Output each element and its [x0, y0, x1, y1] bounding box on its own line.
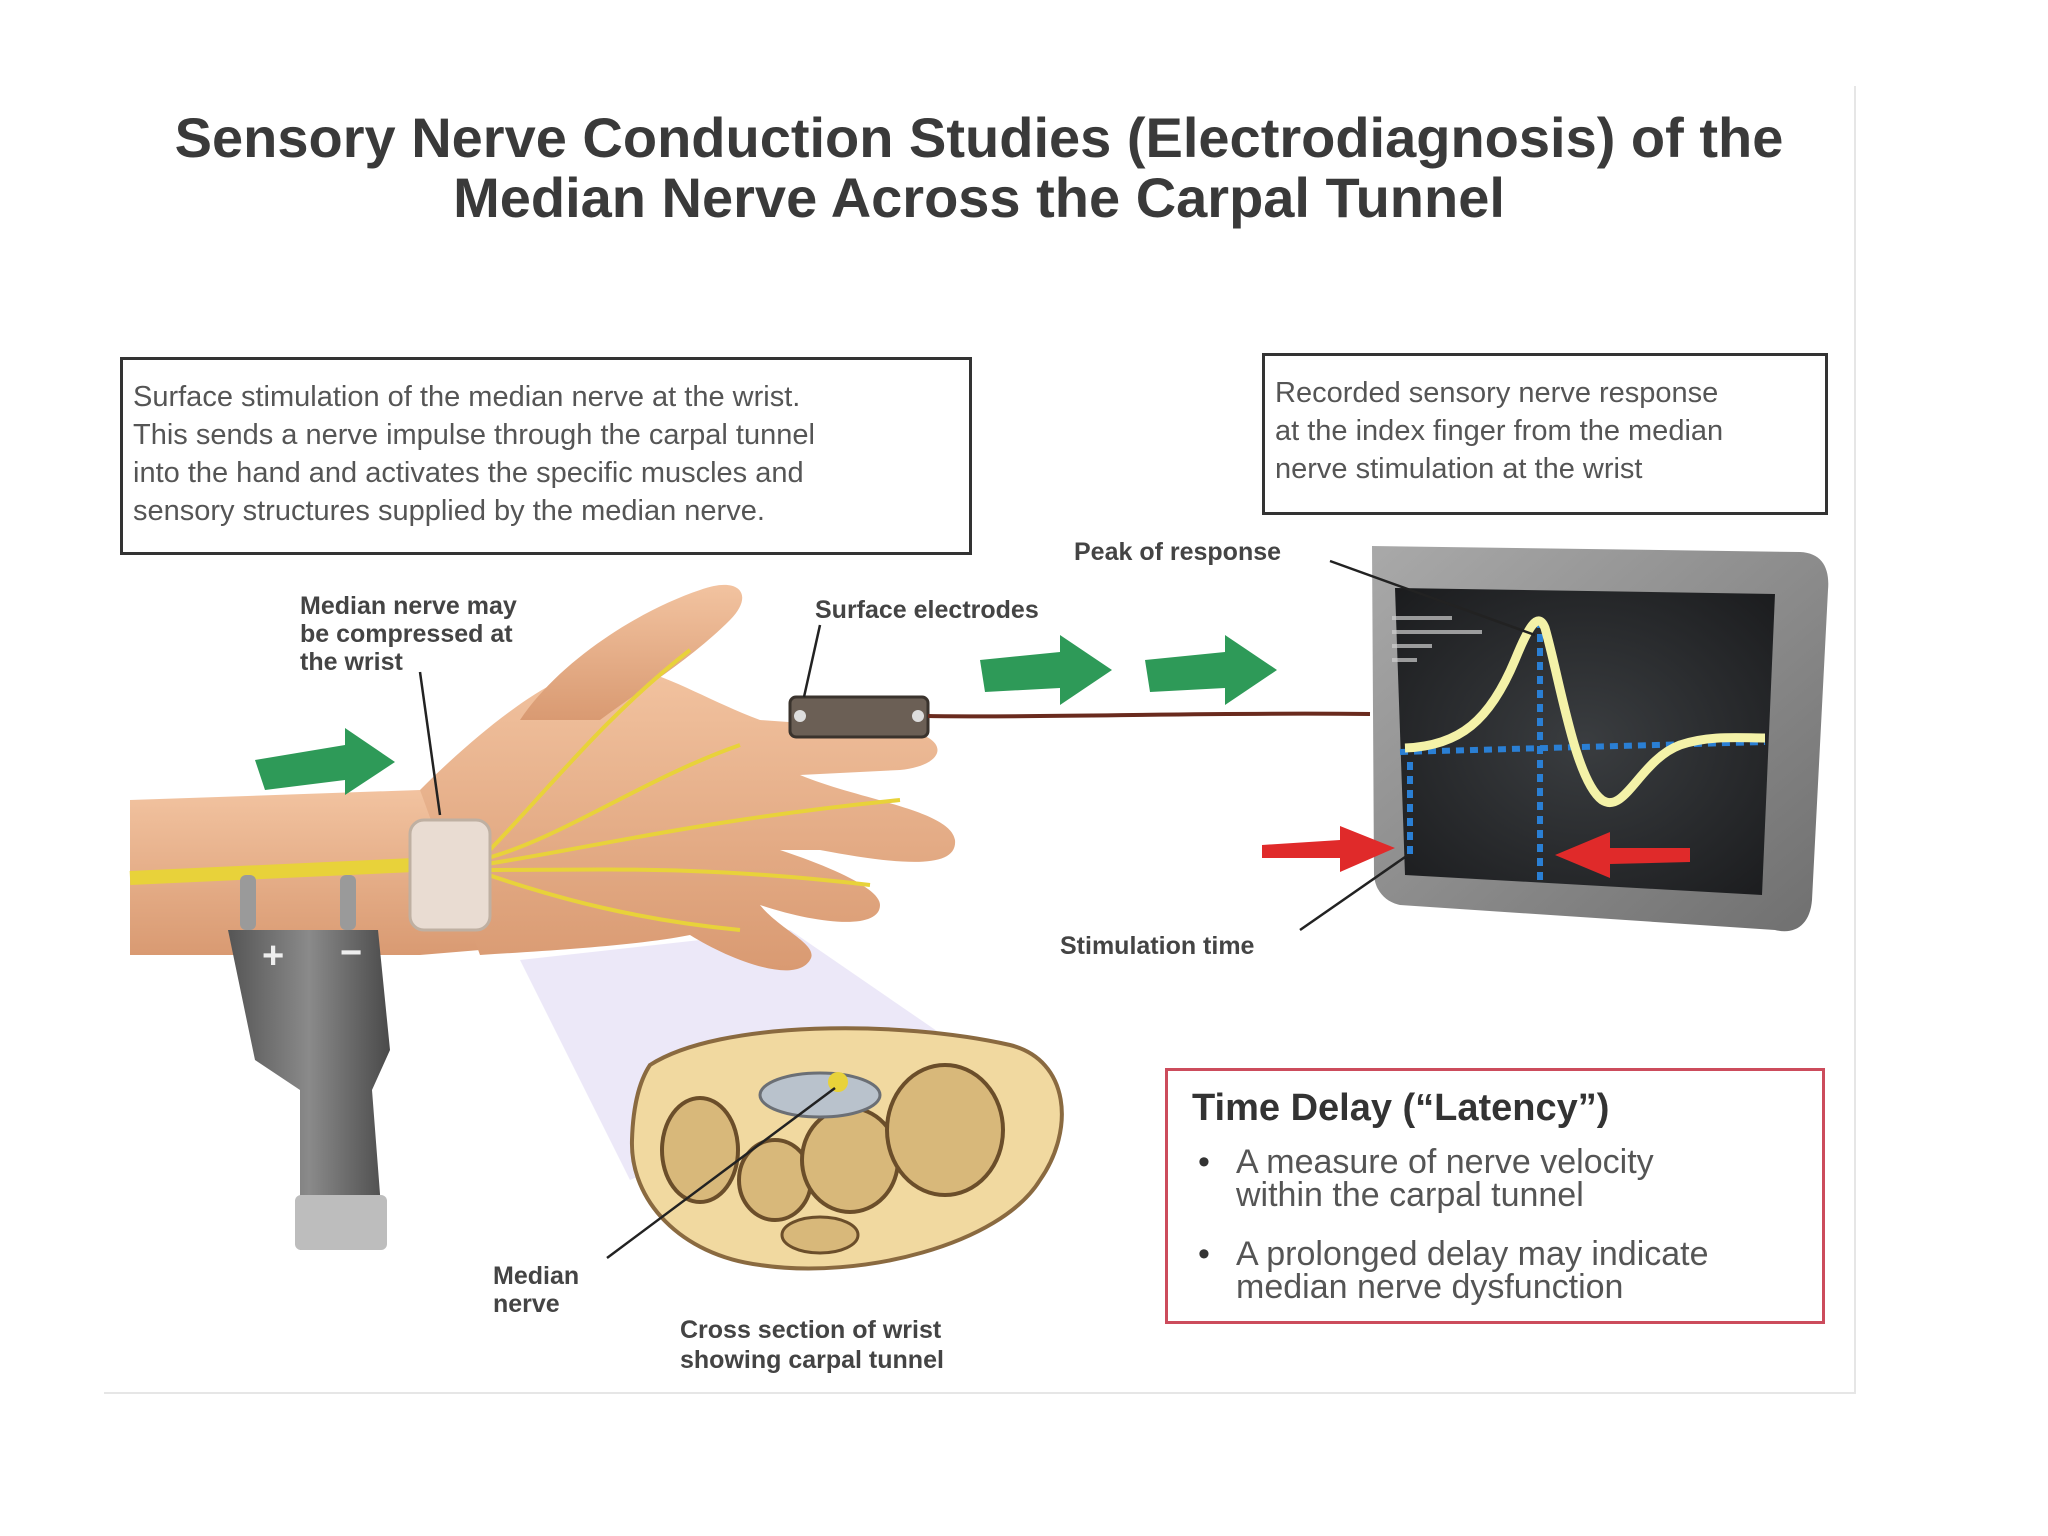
green-arrow-3: [1145, 635, 1277, 705]
leader-median: [606, 1086, 836, 1260]
title-line-1: Sensory Nerve Conduction Studies (Electr…: [174, 106, 1784, 169]
leader-compressed: [418, 671, 442, 816]
latency-bullet-2-line-2: median nerve dysfunction: [1236, 1268, 1624, 1306]
median-nerve-cross-section: [828, 1072, 848, 1092]
compressed-line-1: Median nerve may: [300, 592, 517, 620]
median-line-2: nerve: [493, 1290, 560, 1318]
waveform-trace: [1404, 616, 1766, 807]
impulse-arrows: [255, 635, 1277, 795]
probe-plus-label: +: [262, 935, 284, 977]
oscilloscope-monitor: [1372, 546, 1829, 932]
electrode-contact-2: [912, 710, 924, 722]
finger-electrode: [788, 695, 930, 739]
stimulation-line-1: Surface stimulation of the median nerve …: [133, 381, 801, 413]
stimulation-line-2: This sends a nerve impulse through the c…: [133, 419, 815, 451]
latency-bullet-2: A prolonged delay may indicate median ne…: [1192, 1235, 1798, 1306]
label-peak-of-response: Peak of response: [1074, 538, 1282, 566]
stimulation-description-box: Surface stimulation of the median nerve …: [120, 357, 972, 555]
label-cross-section: Cross section of wrist showing carpal tu…: [680, 1315, 944, 1375]
label-stimulation-time: Stimulation time: [1060, 932, 1255, 960]
latency-box: Time Delay (“Latency”) A measure of nerv…: [1165, 1068, 1825, 1324]
cross-line-2: showing carpal tunnel: [680, 1346, 944, 1374]
latency-bullet-1-line-1: A measure of nerve velocity: [1236, 1143, 1654, 1181]
stimulation-line-4: sensory structures supplied by the media…: [133, 495, 765, 527]
green-arrow-2: [980, 635, 1112, 705]
red-arrow-right: [1555, 832, 1690, 878]
screen-grid: [1399, 620, 1766, 880]
leader-peak: [1329, 559, 1536, 637]
label-median-compressed: Median nerve may be compressed at the wr…: [300, 592, 517, 676]
probe-minus-label: −: [340, 932, 362, 974]
red-arrow-left: [1262, 826, 1395, 872]
label-median-nerve: Median nerve: [493, 1262, 579, 1318]
latency-bullet-1: A measure of nerve velocity within the c…: [1192, 1143, 1798, 1214]
latency-bullet-1-line-2: within the carpal tunnel: [1236, 1176, 1584, 1214]
response-line-2: at the index finger from the median: [1275, 415, 1724, 447]
page-title: Sensory Nerve Conduction Studies (Electr…: [104, 108, 1854, 228]
compressed-line-3: the wrist: [300, 648, 403, 676]
leader-electrodes: [802, 624, 822, 698]
latency-title: Time Delay (“Latency”): [1192, 1087, 1610, 1129]
green-arrow-1: [255, 728, 395, 795]
electrode-contact-1: [794, 710, 806, 722]
leader-stimulation: [1299, 853, 1409, 932]
latency-bullet-2-line-1: A prolonged delay may indicate: [1236, 1235, 1709, 1273]
leader-lines: [418, 559, 1536, 1260]
response-line-3: nerve stimulation at the wrist: [1275, 453, 1643, 485]
response-description-box: Recorded sensory nerve response at the i…: [1262, 353, 1828, 515]
cross-line-1: Cross section of wrist: [680, 1316, 942, 1344]
response-line-1: Recorded sensory nerve response: [1275, 377, 1719, 409]
stimulation-line-3: into the hand and activates the specific…: [133, 457, 804, 489]
electrode-cable: [927, 711, 1371, 719]
median-line-1: Median: [493, 1262, 580, 1290]
monitor-screen: [1395, 588, 1775, 895]
carpal-ligament: [408, 818, 492, 932]
wrist-cross-section: [629, 1026, 1064, 1271]
compressed-line-2: be compressed at: [300, 620, 513, 648]
stimulator-probe: [228, 875, 390, 1250]
screen-readout: [1392, 616, 1482, 662]
label-surface-electrodes: Surface electrodes: [815, 596, 1039, 624]
median-nerve-branches: [478, 648, 901, 932]
title-line-2: Median Nerve Across the Carpal Tunnel: [453, 166, 1505, 229]
thumb: [520, 584, 743, 720]
